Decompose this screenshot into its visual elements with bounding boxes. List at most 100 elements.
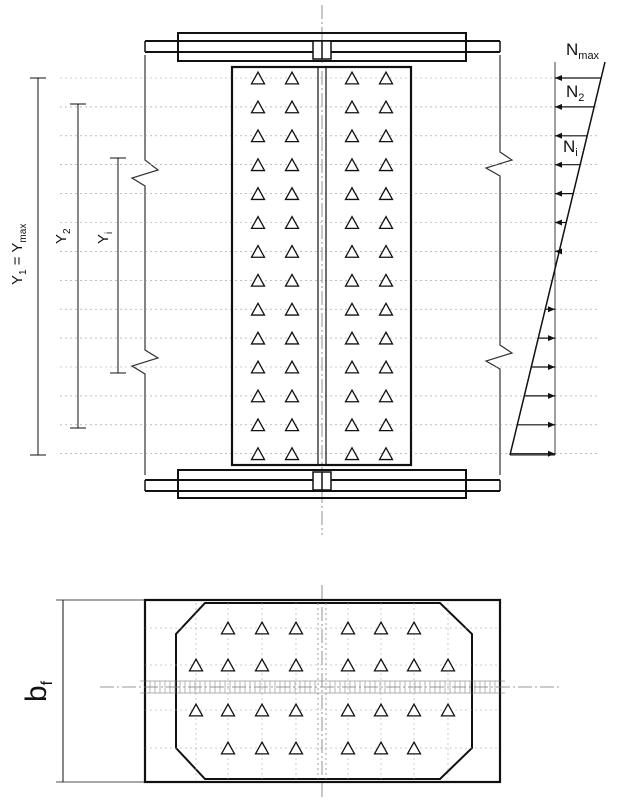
top-flange bbox=[144, 32, 501, 62]
force-arrowhead bbox=[555, 132, 562, 139]
bolt-triangle bbox=[344, 446, 360, 461]
web-bolt-group bbox=[250, 70, 394, 461]
bolt-triangle bbox=[378, 99, 394, 114]
dimension-lines bbox=[30, 77, 126, 456]
bolt-triangle bbox=[378, 186, 394, 201]
ni-base: N bbox=[563, 137, 575, 156]
bolt-triangle bbox=[378, 273, 394, 287]
y2-sub: 2 bbox=[62, 228, 73, 234]
bolt-triangle bbox=[250, 302, 266, 316]
bolt-triangle bbox=[344, 244, 360, 258]
n2-label: N2 bbox=[566, 82, 584, 104]
force-arrowhead bbox=[555, 161, 562, 168]
force-arrowhead bbox=[548, 364, 555, 370]
y1-ymax-label: Y1 = Ymax bbox=[9, 224, 29, 285]
flange-bolt-triangle bbox=[254, 740, 270, 755]
bolt-triangle bbox=[378, 330, 394, 345]
flange-bolt-triangle bbox=[220, 620, 236, 635]
bolt-triangle bbox=[378, 244, 394, 258]
bolt-triangle bbox=[250, 99, 266, 114]
flange-bolt-triangle bbox=[340, 657, 356, 672]
bolt-triangle bbox=[378, 388, 394, 403]
force-arrowhead bbox=[555, 190, 562, 197]
bottom-flange bbox=[144, 469, 501, 499]
flange-bolt-triangle bbox=[406, 740, 422, 755]
force-arrowhead bbox=[548, 421, 555, 428]
y2-base: Y bbox=[53, 234, 70, 244]
n-max-label: Nmax bbox=[566, 40, 600, 62]
flange-bolt-triangle bbox=[254, 620, 270, 635]
flange-bolt-triangle bbox=[373, 620, 389, 635]
force-arrowhead bbox=[548, 335, 555, 342]
force-arrowhead bbox=[548, 450, 555, 457]
web-splice-plate bbox=[230, 65, 413, 467]
flange-bolt-triangle bbox=[440, 702, 456, 717]
flange-plan bbox=[100, 598, 560, 784]
bolt-triangle bbox=[250, 157, 266, 172]
bolt-triangle bbox=[344, 388, 360, 403]
bolt-triangle bbox=[284, 273, 300, 287]
web-hatch-section bbox=[100, 680, 560, 694]
flange-bolt-triangle bbox=[340, 702, 356, 717]
bolt-triangle bbox=[344, 359, 360, 374]
force-arrow-group bbox=[510, 75, 602, 457]
force-diagram bbox=[509, 61, 606, 456]
bolt-triangle bbox=[378, 70, 394, 85]
bolt-triangle bbox=[378, 446, 394, 461]
bolt-triangle bbox=[284, 215, 300, 230]
bolt-row-gridlines bbox=[60, 77, 600, 455]
force-arrowhead bbox=[555, 103, 562, 110]
bolt-triangle bbox=[344, 70, 360, 85]
force-arrowhead bbox=[548, 306, 555, 313]
bolt-triangle bbox=[344, 417, 360, 432]
ni-sub: i bbox=[575, 147, 577, 159]
bolt-triangle bbox=[250, 70, 266, 85]
ymax-eq: = Y bbox=[9, 243, 26, 270]
flange-bolt-triangle bbox=[288, 657, 304, 672]
flange-bolt-triangle bbox=[340, 740, 356, 755]
bolt-triangle bbox=[250, 359, 266, 374]
flange-bolt-triangle bbox=[220, 657, 236, 672]
bolt-triangle bbox=[378, 359, 394, 374]
bolt-triangle bbox=[344, 302, 360, 316]
force-arrowhead bbox=[555, 248, 562, 255]
bolt-triangle bbox=[284, 417, 300, 432]
force-arrowhead bbox=[548, 392, 555, 399]
flange-bolt-triangle bbox=[406, 620, 422, 635]
flange-bolt-triangle bbox=[406, 657, 422, 672]
y1-sub: 1 bbox=[18, 269, 29, 275]
flange-bolt-triangle bbox=[288, 620, 304, 635]
bolt-triangle bbox=[344, 128, 360, 143]
bolt-triangle bbox=[250, 244, 266, 258]
bolt-triangle bbox=[250, 186, 266, 201]
bf-base: b bbox=[20, 685, 53, 702]
bf-sub: f bbox=[39, 680, 56, 685]
bolt-triangle bbox=[284, 186, 300, 201]
bolt-triangle bbox=[344, 157, 360, 172]
bolt-triangle bbox=[284, 302, 300, 316]
flange-bolt-triangle bbox=[288, 702, 304, 717]
bf-label: bf bbox=[20, 680, 56, 702]
flange-bolt-triangle bbox=[440, 657, 456, 672]
ni-label: Ni bbox=[563, 137, 578, 159]
bolt-triangle bbox=[250, 417, 266, 432]
flange-bolt-triangle bbox=[373, 657, 389, 672]
n2-base: N bbox=[566, 82, 578, 101]
bolt-triangle bbox=[284, 244, 300, 258]
n2-sub: 2 bbox=[578, 92, 584, 104]
flange-bolt-triangle bbox=[220, 702, 236, 717]
bolt-triangle bbox=[344, 273, 360, 287]
n-max-base: N bbox=[566, 40, 578, 59]
bolt-triangle bbox=[378, 417, 394, 432]
bolt-triangle bbox=[378, 302, 394, 316]
bolt-triangle bbox=[284, 388, 300, 403]
force-arrowhead bbox=[555, 75, 562, 81]
bolt-triangle bbox=[250, 388, 266, 403]
bolt-triangle bbox=[250, 273, 266, 287]
bolt-triangle bbox=[344, 215, 360, 230]
bolt-triangle bbox=[284, 128, 300, 143]
bolt-triangle bbox=[284, 330, 300, 345]
bolt-triangle bbox=[344, 330, 360, 345]
yi-base: Y bbox=[95, 234, 112, 244]
